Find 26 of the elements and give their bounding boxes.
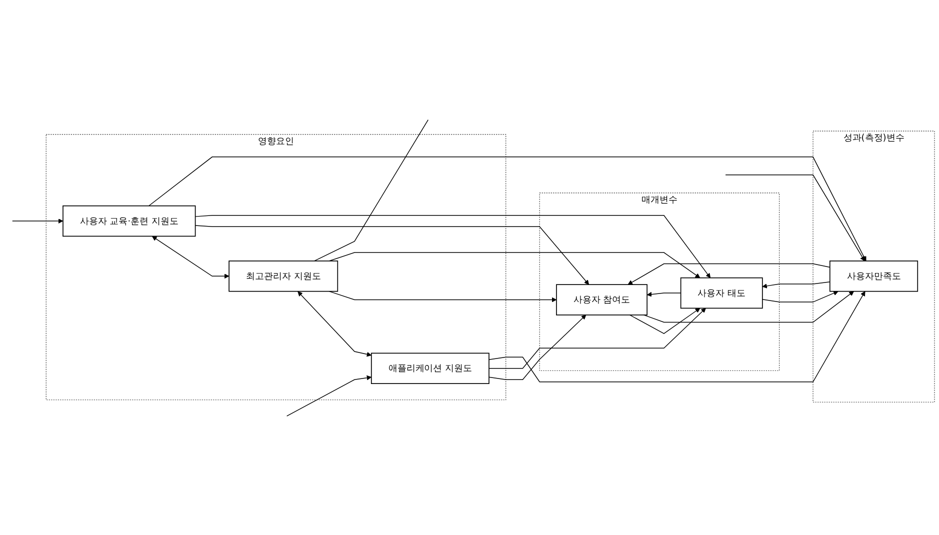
- arrow: [628, 264, 830, 286]
- node-box: 애플리케이션 지원도: [370, 353, 490, 384]
- arrow: [629, 308, 700, 334]
- arrow: [488, 291, 866, 383]
- arrow: [488, 308, 706, 370]
- arrow: [286, 376, 372, 417]
- node-box: 최고관리자 지원도: [228, 260, 338, 292]
- arrow: [194, 215, 711, 278]
- arrow: [725, 174, 865, 262]
- node-box: 사용자 태도: [680, 278, 763, 309]
- arrow: [194, 226, 590, 286]
- arrow: [646, 292, 682, 298]
- node-box: 사용자 교육·훈련 지원도: [62, 206, 196, 237]
- connector: [314, 120, 428, 262]
- arrow: [488, 315, 586, 380]
- arrow: [762, 282, 830, 289]
- arrow: [643, 291, 854, 323]
- arrow: [148, 156, 866, 262]
- arrow: [12, 218, 64, 224]
- node-box: 사용자만족도: [829, 260, 918, 292]
- arrow: [328, 252, 700, 278]
- arrow: [328, 291, 557, 303]
- arrow: [762, 291, 838, 303]
- arrow: [298, 292, 372, 358]
- arrow: [152, 236, 230, 279]
- node-box: 사용자 참여도: [556, 284, 648, 316]
